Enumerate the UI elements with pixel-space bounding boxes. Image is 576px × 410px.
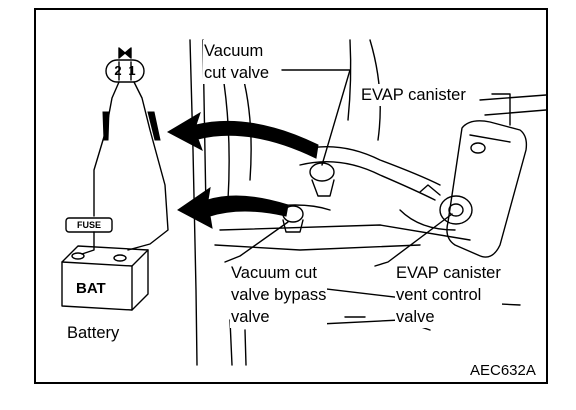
fuse-label: FUSE: [76, 220, 101, 230]
arrow-lower: [177, 186, 289, 229]
vacuum-cut-valve-body: [309, 162, 335, 197]
connector: [105, 47, 145, 83]
arrow-upper: [166, 111, 319, 159]
leader-bypass-valve: [224, 221, 289, 263]
probe-pin-2: [102, 111, 110, 141]
label-vacuum-cut-valve: Vacuum cut valve: [203, 40, 271, 84]
connector-pin-1-label: 1: [128, 63, 136, 78]
wire-pin-2: [93, 81, 120, 217]
battery-body: [61, 245, 149, 311]
vent-control-valve-body: [419, 184, 473, 225]
evap-canister-body: [446, 120, 528, 258]
probe-pin-1: [147, 111, 161, 141]
label-evap-canister: EVAP canister: [360, 84, 467, 106]
label-evap-canister-vent-control-valve: EVAP canister vent control valve: [395, 262, 502, 328]
connector-pin-2-label: 2: [114, 63, 122, 78]
fuse: [65, 217, 113, 233]
figure-code: AEC632A: [470, 362, 536, 379]
leader-vacuum-cut-valve: [281, 69, 351, 166]
leader-vent-valve: [374, 213, 453, 267]
label-vacuum-cut-valve-bypass-valve: Vacuum cut valve bypass valve: [230, 262, 328, 328]
label-battery: Battery: [66, 322, 121, 344]
bat-label: BAT: [76, 280, 106, 297]
leader-evap-canister: [491, 93, 511, 126]
wire-pin-1: [127, 81, 169, 251]
